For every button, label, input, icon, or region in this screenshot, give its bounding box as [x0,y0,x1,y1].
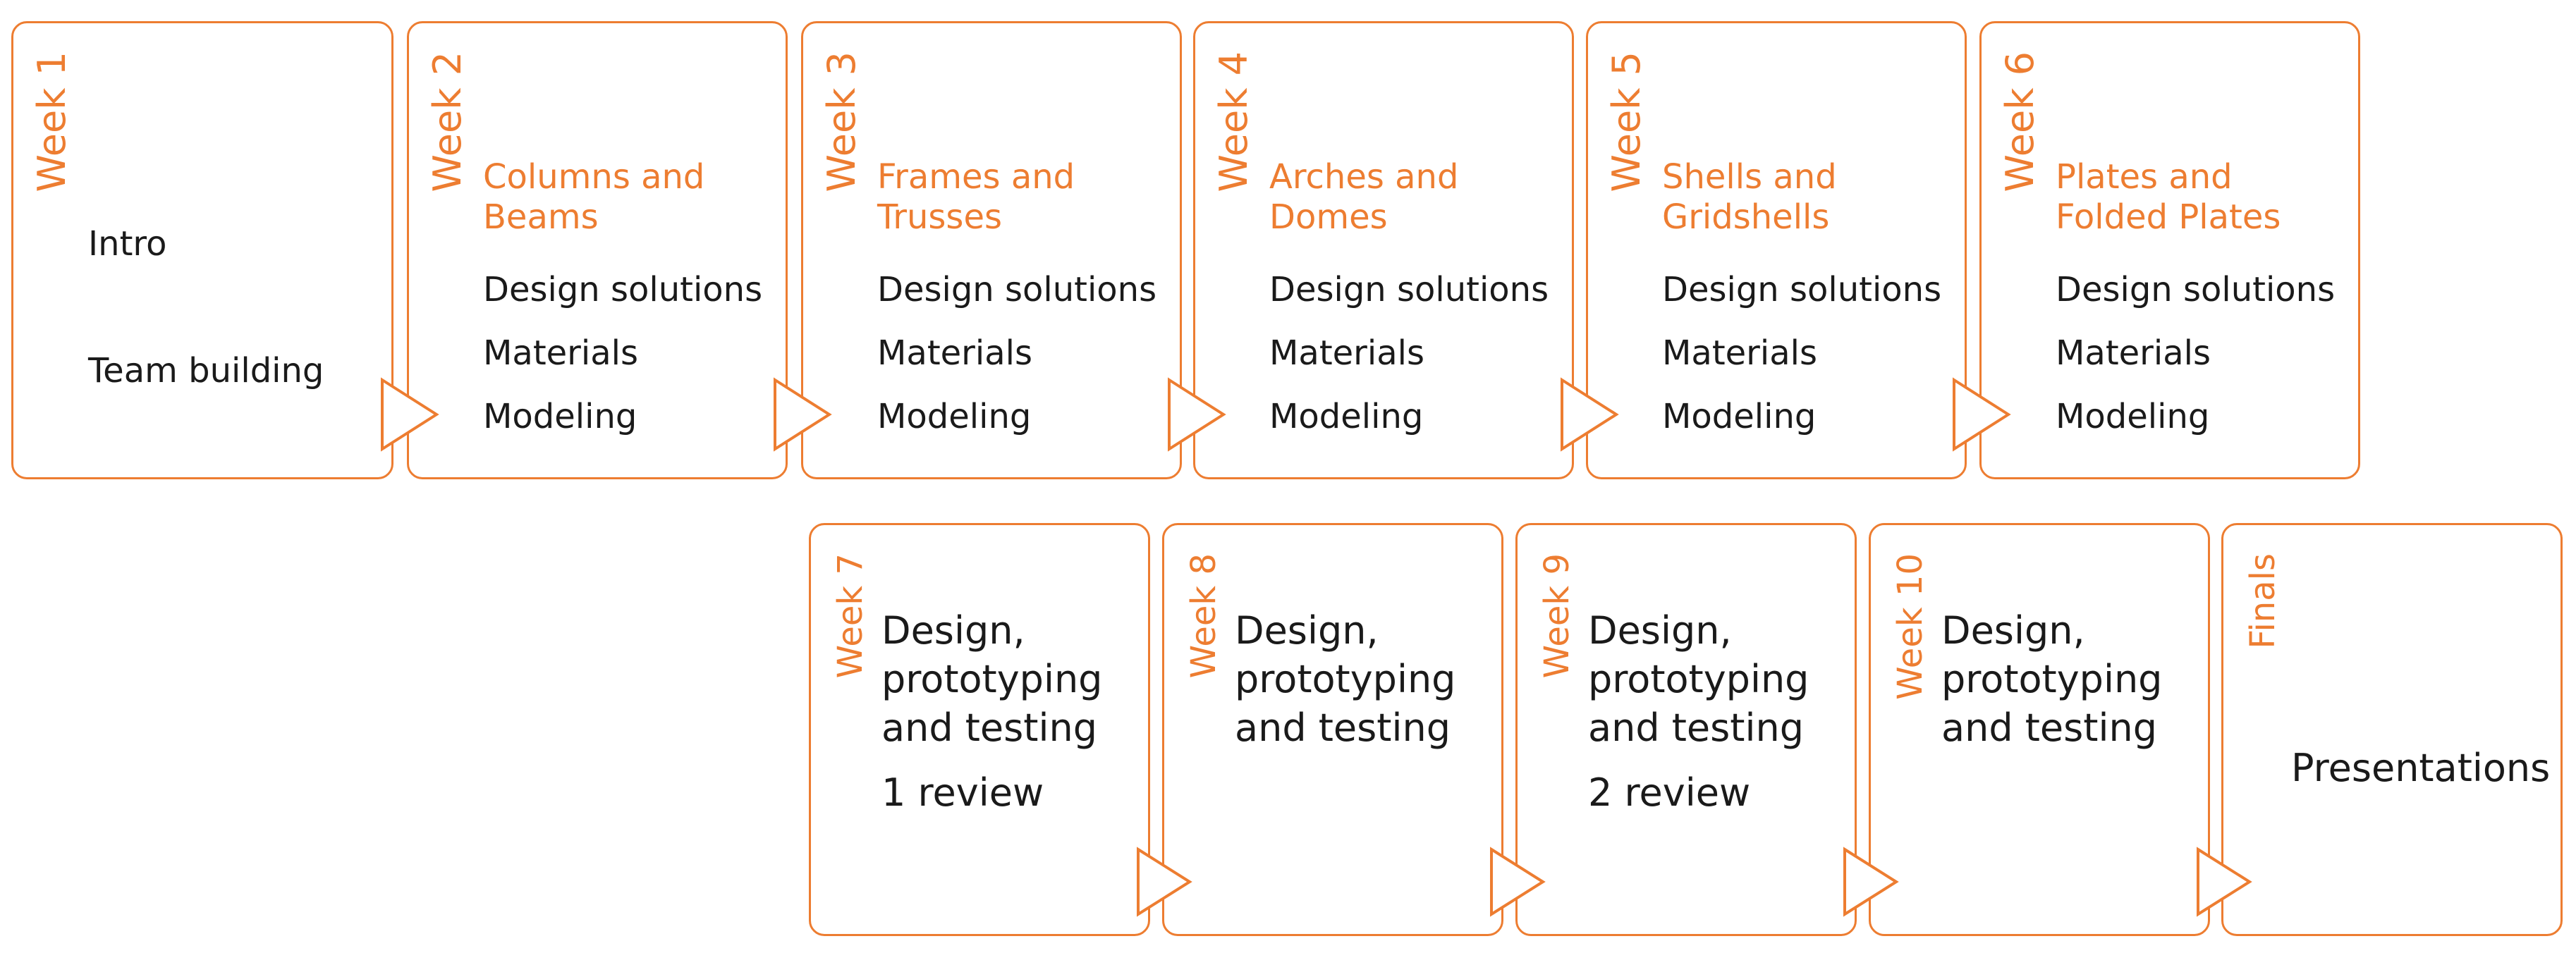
arrow-right-icon [381,377,439,452]
arrow-right-icon [1953,377,2011,452]
week-label: Week 8 [1184,553,1223,679]
arrow-right-icon [1168,377,1226,452]
arrow-right-shape-9 [2197,847,2252,917]
arrow-right-shape-1 [381,377,439,452]
week-label: Week 1 [30,51,74,192]
card-item: Team building [88,351,324,391]
card-item: Materials [1269,333,1425,373]
card-item: Materials [877,333,1033,373]
week-label: Week 6 [1998,51,2042,192]
card-item: Design solutions [2056,270,2336,309]
card-item: Modeling [2056,397,2210,436]
card-item: Intro [88,224,167,264]
card-item: Materials [483,333,639,373]
arrow-right-shape-2 [774,377,832,452]
week-label: Week 4 [1211,51,1256,192]
arrow-right-shape-7 [1490,847,1546,917]
arrow-right-icon [1490,847,1546,917]
week-label: Week 9 [1537,553,1577,679]
card-item: Modeling [1269,397,1424,436]
card-item: Modeling [483,397,637,436]
card-item: Design solutions [877,270,1157,309]
card-item: Design solutions [483,270,763,309]
card-item: Design solutions [1662,270,1942,309]
card-item: Modeling [877,397,1032,436]
arrow-right-icon [1561,377,1619,452]
week-label: Finals [2243,553,2283,649]
card-item: Materials [1662,333,1818,373]
arrow-right-shape-6 [1137,847,1192,917]
arrow-right-icon [774,377,832,452]
card-note: Presentations [2291,746,2551,790]
card-note: 2 review [1588,770,1751,815]
week-label: Week 2 [425,51,470,192]
arrow-right-shape-8 [1843,847,1899,917]
arrow-right-shape-3 [1168,377,1226,452]
week-label: Week 5 [1604,51,1649,192]
arrow-right-icon [2197,847,2252,917]
arrow-right-icon [1137,847,1192,917]
arrow-right-icon [1843,847,1899,917]
arrow-right-shape-5 [1953,377,2011,452]
card-note: 1 review [881,770,1044,815]
arrow-right-shape-4 [1561,377,1619,452]
card-item: Modeling [1662,397,1817,436]
week-label: Week 7 [831,553,870,679]
week-label: Week 3 [819,51,864,192]
card-item: Design solutions [1269,270,1549,309]
week-label: Week 10 [1891,553,1930,700]
card-item: Materials [2056,333,2211,373]
